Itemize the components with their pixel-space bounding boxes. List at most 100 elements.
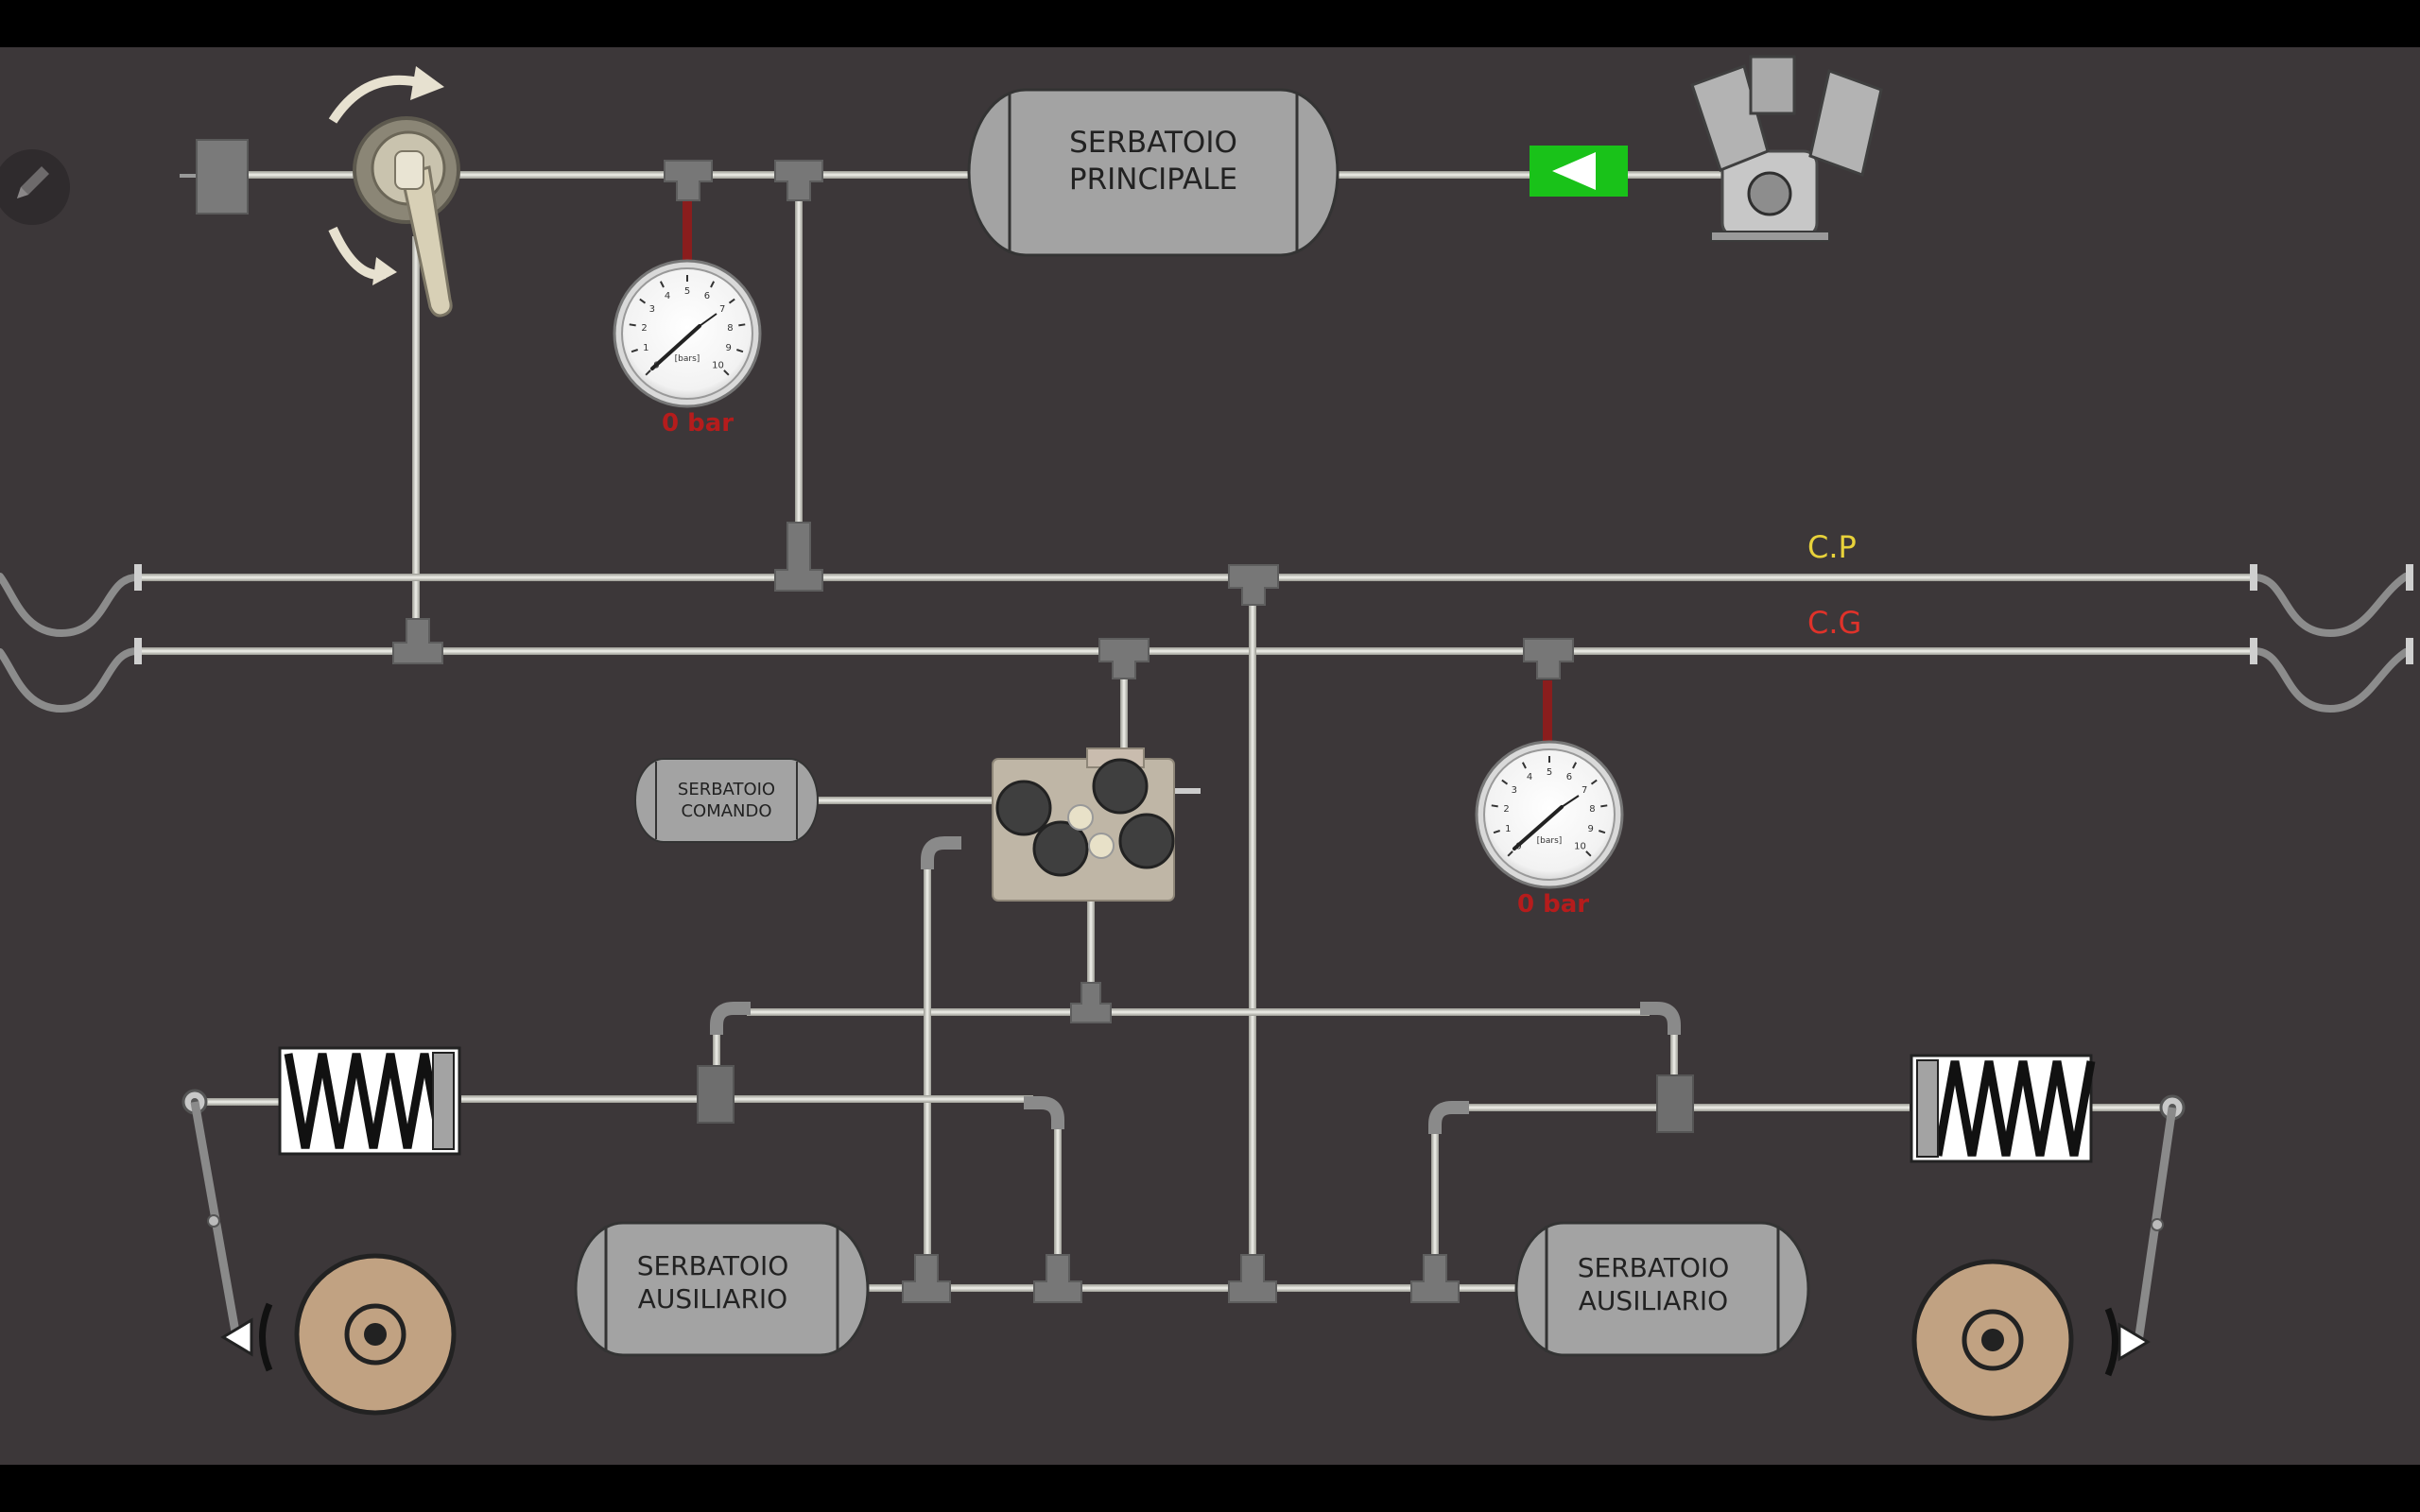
tee-fitting	[774, 522, 823, 592]
brake-shoe	[220, 1317, 253, 1357]
rotate-up-arrow-icon[interactable]	[328, 75, 424, 124]
gauge-tick	[1590, 779, 1598, 785]
pipe-cylinder-feed	[747, 1008, 1650, 1016]
aux-tank-right-label: SERBATOIO AUSILIARIO	[1516, 1251, 1790, 1317]
valve-lever-plate	[394, 150, 424, 190]
gauge-top-reading: 0 bar	[661, 409, 735, 438]
gauge-tick-label: 3	[649, 304, 655, 315]
hose-fitting	[134, 638, 142, 664]
wheel-hub-ring	[1962, 1309, 2024, 1371]
aux-tank-left	[574, 1221, 870, 1357]
elbow-fitting	[710, 1002, 751, 1035]
tee-fitting	[1070, 982, 1112, 1023]
pipe-tap-to-cg	[412, 236, 420, 638]
aux-tank-left-label-line-1: SERBATOIO	[636, 1250, 789, 1281]
gauge-tick-label: 8	[727, 323, 733, 334]
cylinder-piston	[1916, 1059, 1939, 1158]
gauge-tick	[1521, 762, 1527, 769]
gauge-unit: [bars]	[1537, 836, 1563, 846]
compressor[interactable]	[1690, 55, 1883, 242]
tee-fitting	[774, 160, 823, 201]
gauge-needle-tip	[1561, 795, 1580, 808]
gauge-tick-label: 5	[684, 286, 690, 297]
valve-end-cap	[196, 139, 249, 215]
gauge-tick	[710, 281, 716, 288]
rotate-down-arrowhead	[372, 257, 397, 285]
gauge-tick-label: 4	[665, 291, 670, 301]
hose-cp-left	[0, 573, 141, 638]
brake-shoe	[2118, 1322, 2151, 1362]
gauge-needle	[1512, 805, 1564, 850]
cylinder-piston	[432, 1052, 455, 1150]
hose-cg-right	[2251, 647, 2410, 713]
command-tank-label-line-2: COMANDO	[681, 800, 772, 821]
gauge-stem-middle	[1543, 680, 1552, 747]
coupling-hoses	[0, 573, 2410, 713]
relay-valves	[697, 1065, 1694, 1133]
cg-line-label: C.G	[1807, 605, 1862, 641]
compressor-cylinder-left	[1690, 64, 1770, 172]
gauge-tick	[629, 323, 636, 327]
top-letterbox	[0, 0, 2420, 47]
gauge-tick-label: 1	[1505, 824, 1511, 834]
pressure-gauge-middle: 012345678910 [bars]	[1475, 740, 1624, 889]
pipe-distributor-stub	[1172, 788, 1201, 794]
pipe-cp-to-aux	[1249, 595, 1256, 1276]
pipe-cg	[140, 647, 2253, 655]
wheel-hub-ring	[344, 1303, 406, 1366]
edit-button[interactable]	[0, 149, 70, 225]
driver-brake-valve[interactable]	[196, 66, 460, 318]
gauge-middle-reading: 0 bar	[1516, 890, 1590, 919]
main-tank-label-line-2: PRINCIPALE	[1068, 162, 1238, 197]
gauge-needle-tip	[699, 313, 717, 327]
pipe-right-valve-up	[1670, 1035, 1678, 1077]
distributor-valve	[992, 747, 1175, 902]
distributor-cap	[1032, 820, 1089, 877]
gauge-tick-label: 7	[719, 304, 725, 315]
tee-fitting	[1410, 1254, 1460, 1303]
valve-handle[interactable]	[400, 165, 453, 318]
pneumatic-scheme-canvas	[0, 47, 2420, 1465]
gauge-tick	[1572, 762, 1578, 769]
play-left-icon	[1552, 152, 1596, 190]
brake-pad-arc	[2104, 1307, 2118, 1377]
aux-tank-right-label-line-1: SERBATOIO	[1577, 1252, 1730, 1283]
gauge-tick	[738, 323, 746, 327]
gauge-tick	[1491, 804, 1498, 808]
bottom-letterbox	[0, 1465, 2420, 1512]
gauge-tick-label: 10	[712, 361, 724, 371]
gauge-needle	[650, 324, 701, 370]
tee-fitting	[902, 1254, 951, 1303]
tee-fitting	[1523, 638, 1574, 679]
pipe-cg-to-distributor	[1120, 666, 1128, 761]
tee-fitting	[664, 160, 713, 201]
distributor-cap	[995, 780, 1052, 836]
gauge-tick-label: 8	[1589, 804, 1595, 815]
tee-fitting	[1033, 1254, 1082, 1303]
brake-cylinder-left	[182, 1046, 461, 1416]
tee-fitting	[1228, 564, 1279, 606]
main-tank-label-line-1: SERBATOIO	[1069, 126, 1237, 160]
relay-valve-left	[697, 1065, 735, 1124]
aux-tank-body	[1514, 1221, 1810, 1357]
distributor-port	[1067, 804, 1094, 831]
pipe-left-cyl-down	[1054, 1125, 1062, 1266]
pressure-gauge-top: 012345678910 [bars]	[613, 259, 762, 408]
gauge-tick-label: 9	[1588, 824, 1594, 834]
aux-tank-left-label-line-2: AUSILIARIO	[637, 1283, 788, 1314]
pipe-aux-line	[865, 1284, 1517, 1292]
gauge-tick-label: 2	[641, 323, 647, 334]
gauge-tick	[735, 349, 744, 353]
aux-tank-right-label-line-2: AUSILIARIO	[1578, 1285, 1729, 1316]
hose-end-fittings	[134, 564, 2413, 664]
cylinder-spring	[1933, 1060, 2096, 1157]
gauge-tick	[1501, 779, 1509, 785]
compressor-base	[1710, 231, 1830, 242]
gauge-tick	[1507, 850, 1513, 857]
compressor-toggle-button[interactable]	[1530, 146, 1628, 197]
pipe-left-cylinder	[461, 1095, 1033, 1103]
distributor-cap	[1092, 758, 1149, 815]
brake-cylinder-right	[1910, 1054, 2186, 1421]
gauge-tick-label: 2	[1503, 804, 1509, 815]
